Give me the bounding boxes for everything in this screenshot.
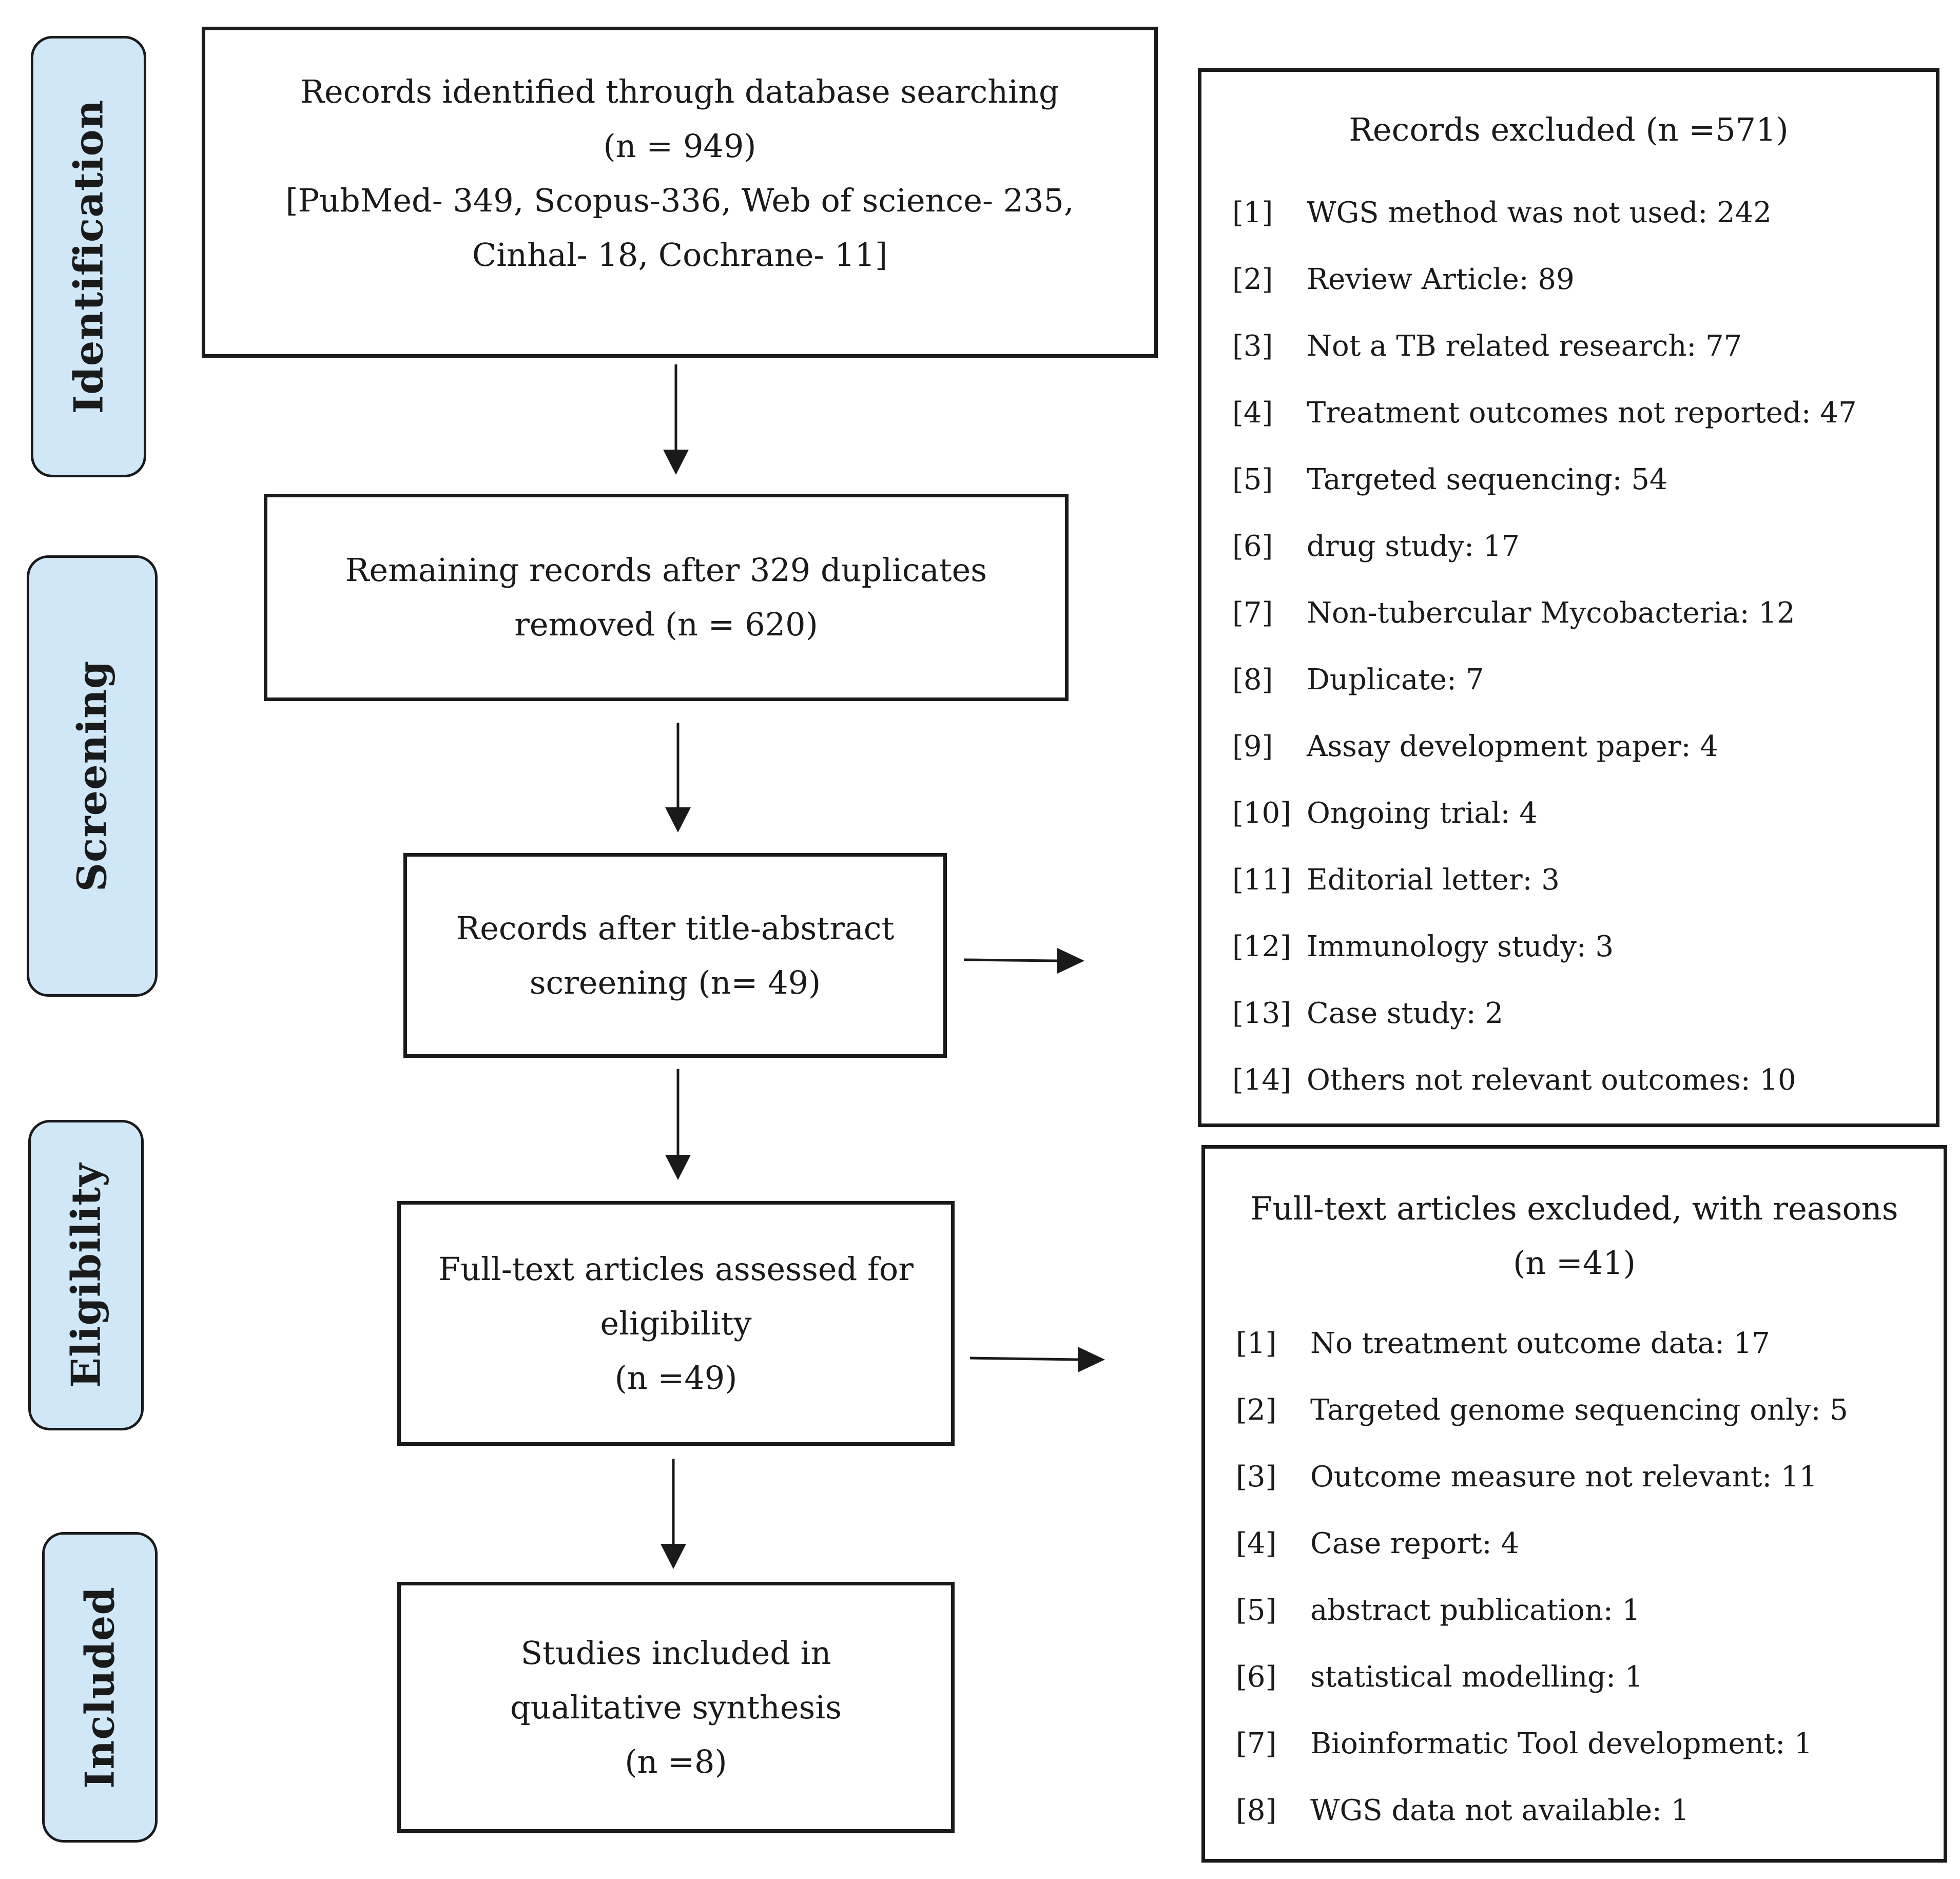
item-text: abstract publication: 1 bbox=[1310, 1594, 1641, 1627]
fulltext-excluded-title-line-1: Full-text articles excluded, with reason… bbox=[1250, 1190, 1898, 1227]
item-number: [1] bbox=[1232, 196, 1273, 229]
records-identified-line-1: Records identified through database sear… bbox=[300, 73, 1059, 110]
item-text: WGS method was not used: 242 bbox=[1307, 196, 1772, 229]
item-number: [14] bbox=[1232, 1063, 1291, 1097]
item-number: [9] bbox=[1232, 730, 1273, 763]
arrowhead-down-icon bbox=[661, 1544, 686, 1569]
item-text: statistical modelling: 1 bbox=[1310, 1660, 1643, 1694]
fulltext-assessed-box: Full-text articles assessed for eligibil… bbox=[397, 1201, 955, 1446]
item-number: [7] bbox=[1232, 596, 1273, 630]
deduplicated-records-box: Remaining records after 329 duplicates r… bbox=[264, 494, 1069, 701]
item-text: Immunology study: 3 bbox=[1307, 930, 1614, 963]
item-number: [12] bbox=[1232, 930, 1291, 963]
fulltext-excluded-title-line-2: (n =41) bbox=[1513, 1244, 1636, 1282]
deduplicated-line-2: removed (n = 620) bbox=[514, 606, 818, 643]
item-text: Targeted sequencing: 54 bbox=[1307, 463, 1668, 496]
item-number: [10] bbox=[1232, 797, 1291, 830]
records-identified-line-4: Cinhal- 18, Cochrane- 11] bbox=[472, 236, 888, 274]
screened-records-box: Records after title-abstract screening (… bbox=[403, 853, 947, 1058]
item-text: Non-tubercular Mycobacteria: 12 bbox=[1307, 596, 1795, 630]
item-text: Not a TB related research: 77 bbox=[1307, 330, 1742, 363]
item-number: [4] bbox=[1236, 1527, 1277, 1560]
item-text: Targeted genome sequencing only: 5 bbox=[1310, 1393, 1848, 1427]
arrowhead-down-icon bbox=[665, 1155, 691, 1180]
stage-screening: Screening bbox=[27, 555, 158, 997]
arrowhead-down-icon bbox=[665, 807, 691, 832]
item-number: [7] bbox=[1236, 1727, 1277, 1760]
item-number: [4] bbox=[1232, 396, 1273, 430]
item-text: Editorial letter: 3 bbox=[1307, 863, 1560, 897]
studies-included-box: Studies included in qualitative synthesi… bbox=[397, 1582, 955, 1833]
item-text: WGS data not available: 1 bbox=[1310, 1794, 1690, 1827]
stage-eligibility: Eligibility bbox=[28, 1120, 144, 1430]
item-text: Duplicate: 7 bbox=[1307, 663, 1484, 696]
fulltext-excluded-panel: Full-text articles excluded, with reason… bbox=[1201, 1145, 1947, 1863]
item-text: Outcome measure not relevant: 11 bbox=[1310, 1460, 1818, 1494]
item-text: Bioinformatic Tool development: 1 bbox=[1310, 1727, 1813, 1760]
records-excluded-title: Records excluded (n =571) bbox=[1349, 111, 1789, 148]
fulltext-line-1: Full-text articles assessed for bbox=[438, 1250, 914, 1288]
item-number: [6] bbox=[1236, 1660, 1277, 1694]
item-text: Review Article: 89 bbox=[1307, 263, 1575, 296]
included-line-3: (n =8) bbox=[625, 1742, 727, 1780]
stage-identification: Identification bbox=[31, 36, 146, 477]
arrowhead-right-icon bbox=[1057, 948, 1084, 974]
item-number: [2] bbox=[1236, 1393, 1277, 1427]
item-number: [13] bbox=[1232, 997, 1291, 1030]
item-number: [11] bbox=[1232, 863, 1291, 897]
arrowhead-right-icon bbox=[1078, 1347, 1105, 1372]
item-number: [5] bbox=[1232, 463, 1273, 496]
item-number: [5] bbox=[1236, 1594, 1277, 1627]
deduplicated-line-1: Remaining records after 329 duplicates bbox=[345, 551, 987, 589]
item-text: Treatment outcomes not reported: 47 bbox=[1307, 396, 1857, 430]
item-text: Assay development paper: 4 bbox=[1307, 730, 1718, 763]
item-text: Ongoing trial: 4 bbox=[1307, 797, 1538, 830]
included-line-2: qualitative synthesis bbox=[510, 1688, 842, 1726]
arrow-fulltext-to-fulltext-excluded bbox=[969, 1357, 1078, 1361]
item-number: [3] bbox=[1236, 1460, 1277, 1494]
item-text: No treatment outcome data: 17 bbox=[1310, 1327, 1770, 1360]
item-text: drug study: 17 bbox=[1307, 530, 1520, 563]
included-line-1: Studies included in bbox=[520, 1634, 831, 1672]
records-identified-box: Records identified through database sear… bbox=[202, 27, 1158, 358]
item-number: [1] bbox=[1236, 1327, 1277, 1360]
item-number: [3] bbox=[1232, 330, 1273, 363]
item-text: Case report: 4 bbox=[1310, 1527, 1519, 1560]
item-number: [2] bbox=[1232, 263, 1273, 296]
screened-line-1: Records after title-abstract bbox=[456, 909, 895, 947]
stage-included: Included bbox=[42, 1532, 158, 1843]
arrowhead-down-icon bbox=[663, 450, 689, 475]
records-identified-line-3: [PubMed- 349, Scopus-336, Web of science… bbox=[285, 182, 1074, 219]
item-text: Case study: 2 bbox=[1307, 997, 1504, 1030]
screened-line-2: screening (n= 49) bbox=[529, 963, 821, 1001]
fulltext-line-2: eligibility bbox=[600, 1304, 752, 1342]
records-identified-line-2: (n = 949) bbox=[603, 127, 756, 165]
item-number: [6] bbox=[1232, 530, 1273, 563]
item-text: Others not relevant outcomes: 10 bbox=[1307, 1063, 1796, 1097]
records-excluded-panel: Records excluded (n =571) [1] WGS method… bbox=[1198, 68, 1939, 1127]
arrow-screened-to-records-excluded bbox=[963, 958, 1058, 962]
fulltext-line-3: (n =49) bbox=[614, 1359, 738, 1397]
item-number: [8] bbox=[1236, 1794, 1277, 1827]
item-number: [8] bbox=[1232, 663, 1273, 696]
